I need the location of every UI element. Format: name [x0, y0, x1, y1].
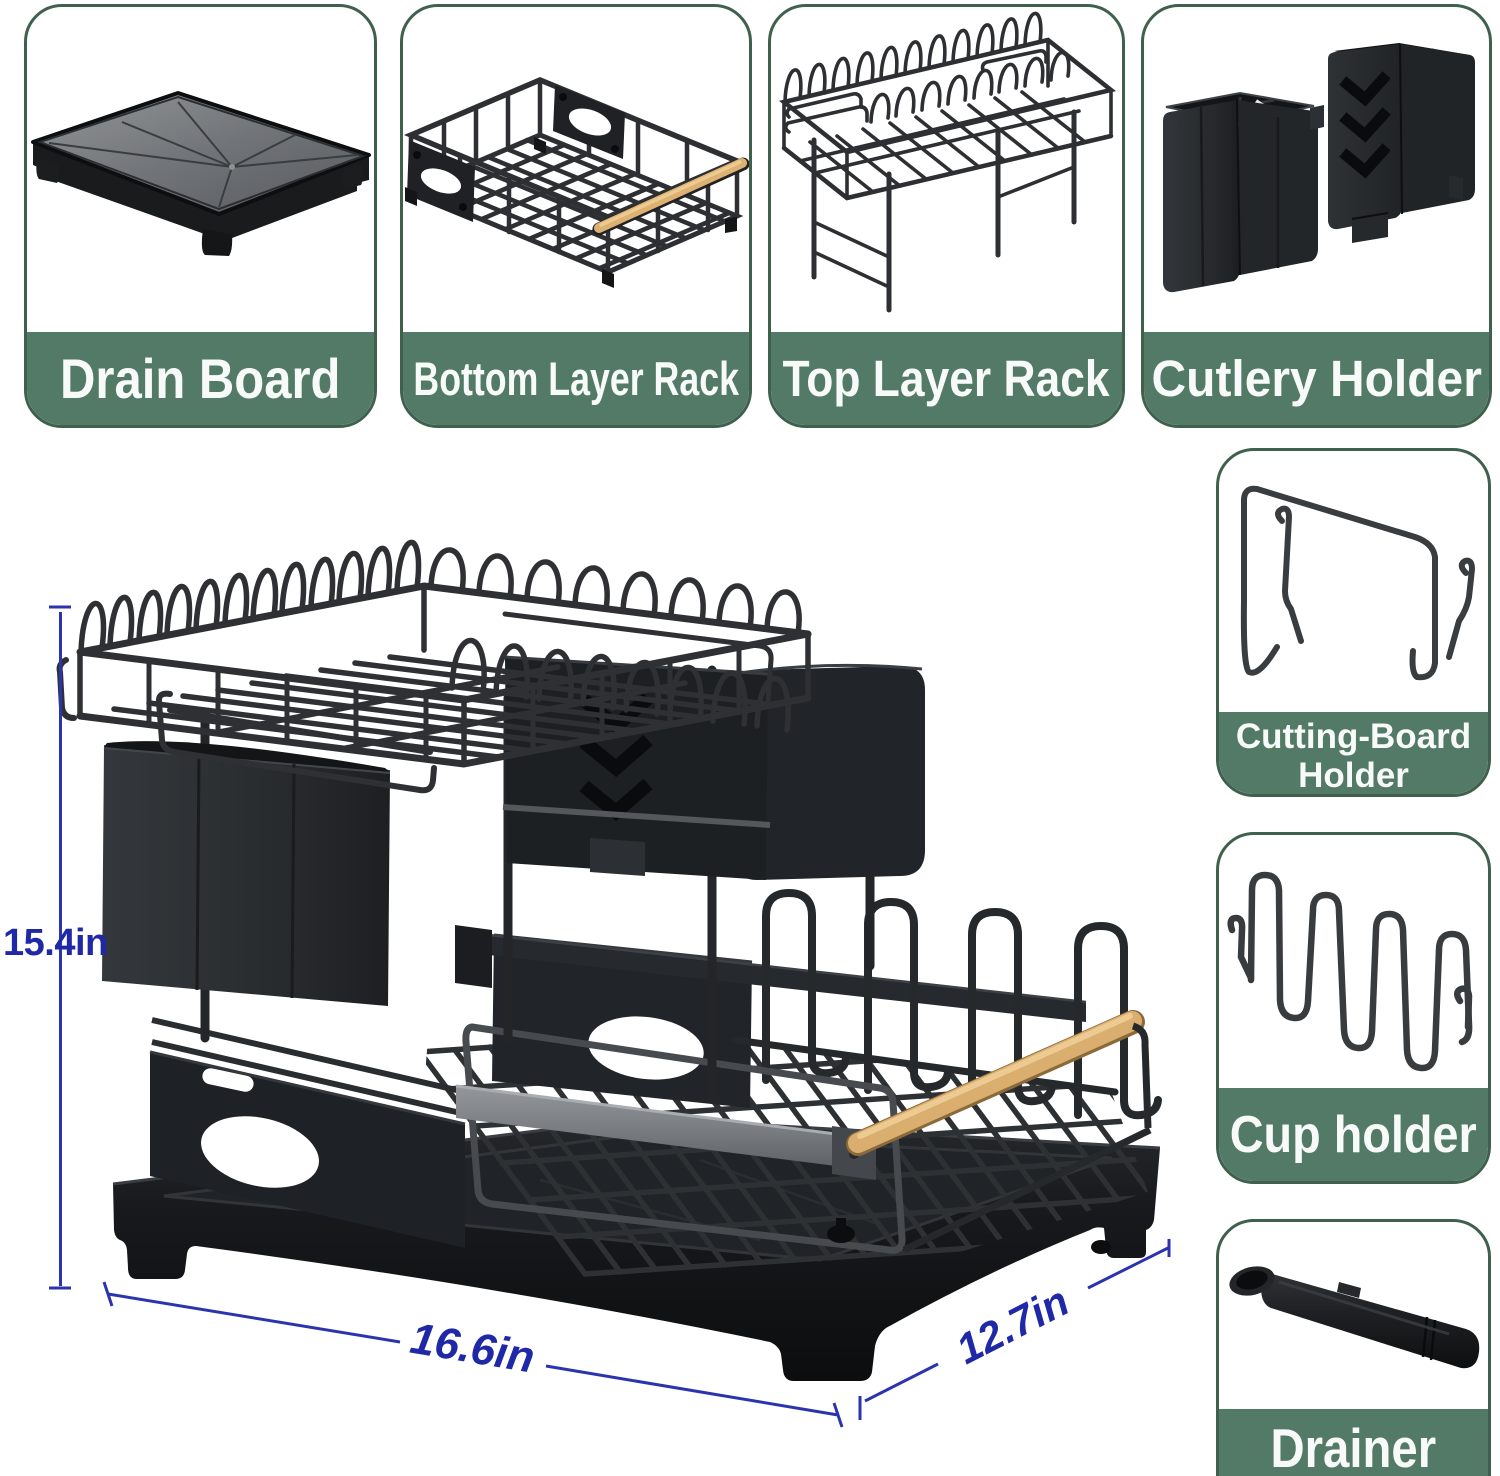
svg-text:16.6in: 16.6in [407, 1314, 538, 1383]
svg-text:12.7in: 12.7in [949, 1277, 1076, 1373]
svg-text:15.4in: 15.4in [3, 922, 108, 964]
